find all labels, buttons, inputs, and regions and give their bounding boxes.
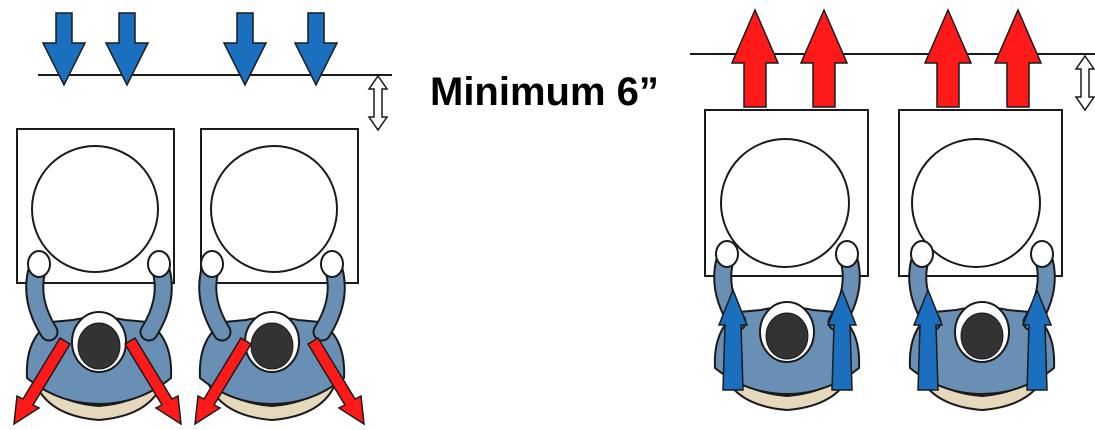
- minimum-clearance-label: Minimum 6”: [430, 70, 659, 114]
- double-arrow-icon: [368, 75, 388, 131]
- red-up-arrow-icon: [994, 9, 1042, 108]
- double-arrow-icon: [1075, 55, 1095, 111]
- work-surface-circle: [210, 145, 338, 273]
- red-up-arrow-icon: [924, 9, 972, 108]
- red-up-arrow-icon: [731, 9, 779, 108]
- red-up-arrow-icon: [800, 9, 848, 108]
- right-panel-exhaust: [690, 9, 1095, 410]
- work-surface-circle: [720, 138, 850, 268]
- left-panel-inflow: [13, 12, 392, 424]
- work-surface-circle: [911, 138, 1041, 268]
- work-surface-circle: [31, 145, 159, 273]
